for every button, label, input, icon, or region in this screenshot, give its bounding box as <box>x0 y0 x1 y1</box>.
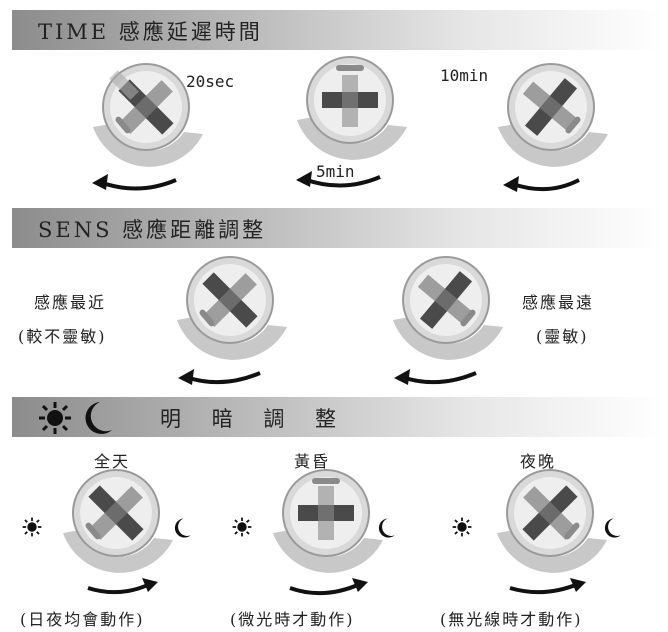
lux-option-desc: (無光線時才動作) <box>440 610 583 629</box>
lux-option-name: 夜晚 <box>520 452 557 471</box>
moon-icon <box>84 400 114 440</box>
lux-knob-dusk[interactable] <box>268 468 388 618</box>
moon-icon <box>604 517 622 543</box>
section-header-sens: SENS 感應距離調整 <box>12 208 662 248</box>
section-title: SENS 感應距離調整 <box>38 218 267 242</box>
sens-knob-far[interactable] <box>388 255 508 405</box>
sens-knob-near[interactable] <box>172 255 292 405</box>
moon-icon <box>174 517 192 543</box>
time-label-20sec: 20sec <box>186 72 235 91</box>
time-label-10min: 10min <box>440 66 489 85</box>
section-header-time: TIME 感應延遲時間 <box>12 10 662 50</box>
moon-icon <box>378 517 396 543</box>
lux-option-desc: (微光時才動作) <box>230 610 355 629</box>
sun-icon <box>22 517 42 541</box>
section-header-lux: 明 暗 調 整 <box>12 397 662 437</box>
lux-option-name: 全天 <box>94 452 131 471</box>
sun-icon <box>232 517 252 541</box>
sun-icon <box>452 517 472 541</box>
sens-right-note: (靈敏) <box>536 327 589 346</box>
lux-knob-night[interactable] <box>492 468 612 618</box>
time-label-5min: 5min <box>316 162 355 181</box>
lux-option-name: 黃昏 <box>294 452 331 471</box>
time-knob-long[interactable] <box>493 62 613 212</box>
lux-knob-allday[interactable] <box>58 468 178 618</box>
sens-left-label: 感應最近 <box>34 293 107 312</box>
time-knob-mid[interactable] <box>292 55 412 205</box>
sens-right-label: 感應最遠 <box>522 293 595 312</box>
section-title: TIME 感應延遲時間 <box>38 20 263 44</box>
sens-left-note: (較不靈敏) <box>18 327 107 346</box>
time-knob-short[interactable] <box>88 62 208 212</box>
sun-icon <box>38 401 72 439</box>
lux-option-desc: (日夜均會動作) <box>20 610 145 629</box>
section-title: 明 暗 調 整 <box>160 407 349 431</box>
